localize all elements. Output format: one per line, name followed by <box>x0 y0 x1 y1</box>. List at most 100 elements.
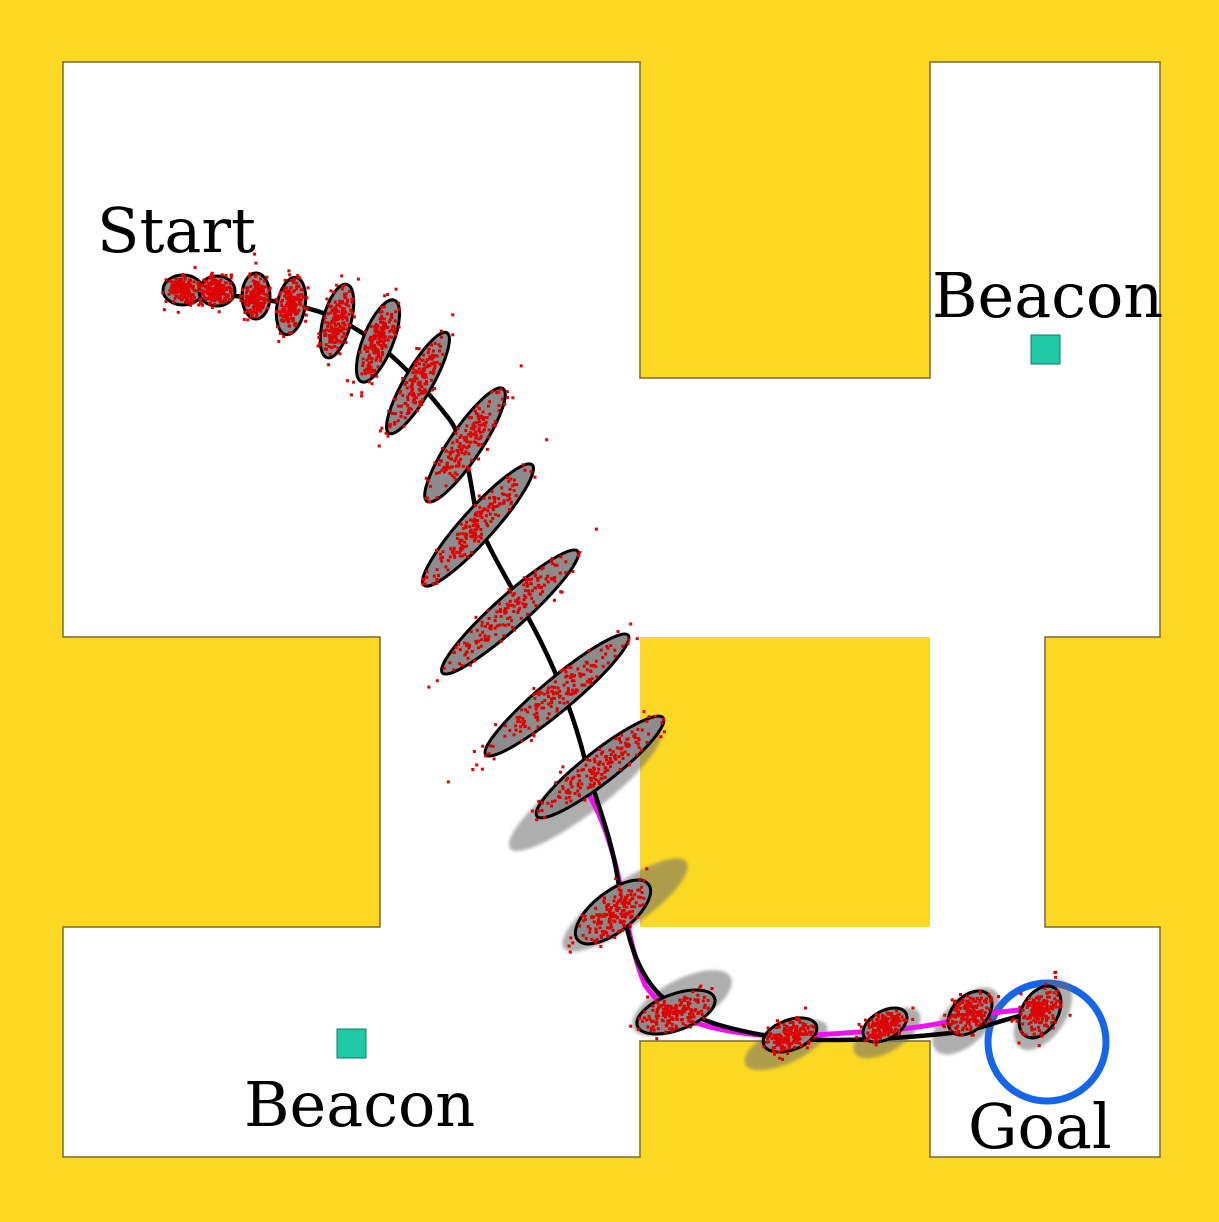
particle <box>588 927 592 931</box>
particle <box>956 1005 960 1009</box>
particle <box>808 1030 811 1034</box>
particle <box>1045 991 1049 995</box>
particle <box>699 984 703 988</box>
particle <box>539 585 543 589</box>
particle <box>1059 1003 1063 1007</box>
particle <box>254 281 258 285</box>
particle <box>574 691 577 695</box>
particle <box>475 527 479 531</box>
particle <box>455 473 459 476</box>
particle <box>968 1022 972 1026</box>
particle <box>628 925 632 929</box>
particle <box>529 582 533 586</box>
particle <box>569 666 573 670</box>
particle <box>465 440 469 444</box>
particle <box>668 1018 672 1022</box>
particle <box>493 500 497 504</box>
particle <box>507 623 511 627</box>
particle <box>1054 1002 1058 1006</box>
particle <box>187 300 191 304</box>
particle <box>954 1020 958 1024</box>
particle <box>433 364 437 368</box>
particle <box>190 286 194 290</box>
particle <box>568 791 572 795</box>
particle <box>224 298 227 301</box>
particle <box>373 329 377 333</box>
particle <box>168 279 172 283</box>
particle <box>380 314 384 318</box>
particle <box>686 1016 690 1019</box>
particle <box>452 546 456 550</box>
particle <box>1033 1006 1037 1009</box>
particle <box>185 294 189 298</box>
particle <box>510 625 514 629</box>
particle <box>206 288 210 292</box>
particle <box>584 763 588 767</box>
particle <box>969 1001 973 1005</box>
particle <box>469 432 473 436</box>
particle <box>966 1018 970 1022</box>
particle <box>412 392 416 396</box>
particle <box>333 300 337 304</box>
particle <box>953 999 957 1003</box>
particle <box>869 1034 873 1038</box>
particle <box>810 1030 814 1034</box>
particle <box>380 305 384 309</box>
particle <box>679 1003 683 1007</box>
particle <box>514 494 518 498</box>
particle <box>170 280 174 284</box>
particle <box>584 937 588 941</box>
particle <box>499 607 502 611</box>
particle <box>984 1021 988 1025</box>
particle <box>485 416 489 419</box>
particle <box>585 758 589 761</box>
particle <box>978 998 982 1002</box>
particle <box>506 606 510 610</box>
particle <box>301 295 305 299</box>
particle <box>543 816 547 820</box>
particle <box>207 292 211 296</box>
particle <box>631 909 634 913</box>
particle <box>509 502 513 506</box>
particle <box>580 768 584 772</box>
particle <box>647 715 651 719</box>
particle <box>951 1021 955 1025</box>
particle <box>344 334 348 338</box>
particle <box>384 431 388 435</box>
particle <box>530 596 534 600</box>
particle <box>959 1000 963 1004</box>
particle <box>428 500 431 504</box>
particle <box>418 388 422 392</box>
particle <box>773 1036 777 1039</box>
particle <box>639 896 643 900</box>
particle <box>455 454 459 458</box>
particle <box>471 524 475 527</box>
particle <box>867 1022 871 1026</box>
particle <box>608 920 612 924</box>
particle <box>261 303 265 307</box>
particle <box>286 298 290 302</box>
particle <box>217 310 221 314</box>
particle <box>261 297 265 300</box>
particle <box>433 461 437 465</box>
particle <box>1019 1029 1023 1033</box>
particle <box>512 609 516 613</box>
particle <box>418 362 421 366</box>
particle <box>382 341 386 345</box>
particle <box>683 1004 686 1008</box>
particle <box>1036 995 1040 999</box>
particle <box>1052 991 1056 995</box>
particle <box>1024 1001 1028 1005</box>
particle <box>609 906 613 910</box>
particle <box>292 295 296 299</box>
particle <box>491 508 495 512</box>
particle <box>284 286 288 290</box>
particle <box>902 1018 906 1022</box>
particle <box>975 1023 978 1026</box>
particle <box>177 283 181 287</box>
particle <box>550 700 554 704</box>
particle <box>570 679 574 683</box>
particle <box>329 289 333 293</box>
particle <box>363 330 367 334</box>
particle <box>589 779 593 783</box>
